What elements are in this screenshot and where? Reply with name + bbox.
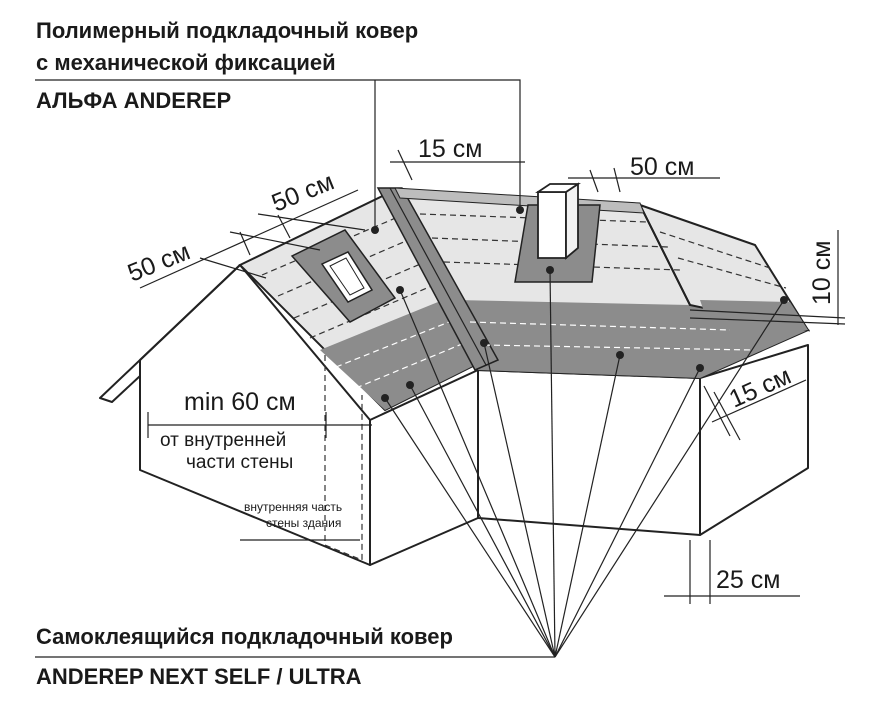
dim-label-15-top: 15 см: [418, 135, 482, 163]
dim-tick: [277, 214, 291, 239]
left-eave: [99, 264, 241, 403]
inner-wall-note-line1: внутренняя часть: [244, 500, 342, 514]
leader-fan: [549, 269, 556, 658]
bottom-label-line1: Самоклеящийся подкладочный ковер: [36, 624, 453, 649]
row-line: [483, 344, 753, 351]
wall-note-line2: части стены: [186, 452, 293, 473]
wall-note-line1: от внутренней: [160, 430, 286, 451]
dim-label-min60: min 60 см: [184, 388, 296, 416]
dim-ext: [397, 149, 413, 181]
leader-dot: [546, 266, 554, 274]
dim-ext: [229, 231, 321, 251]
leader-dot: [480, 339, 488, 347]
dim-label-10: 10 см: [808, 241, 836, 305]
leader-fan: [554, 354, 621, 658]
dim-tick: [713, 391, 741, 441]
chimney-front: [537, 191, 567, 259]
dim-ext: [257, 213, 366, 231]
dim-label-50b: 50 см: [268, 167, 338, 217]
leader-dot: [616, 351, 624, 359]
dim-tick: [703, 385, 731, 437]
roof: [238, 182, 811, 412]
left-slope-eave-strip: [320, 302, 475, 410]
top-label-line1: Полимерный подкладочный ковер: [36, 18, 418, 43]
dim-line-15r: [711, 379, 807, 423]
skylight-glass: [329, 257, 365, 296]
dimension-lines: [139, 149, 846, 604]
inner-wall-outline: [324, 345, 363, 561]
leader-fan: [384, 397, 556, 658]
row-line: [677, 257, 787, 289]
row-line: [469, 321, 731, 331]
top-label-line2: с механической фиксацией: [36, 50, 336, 75]
row-line: [261, 213, 406, 276]
leader-dot: [396, 286, 404, 294]
dim-label-15-right: 15 см: [725, 362, 795, 414]
main-wall: [477, 369, 701, 536]
bottom-label-line2: ANDEREP NEXT SELF / ULTRA: [36, 664, 362, 689]
dim-tick: [589, 169, 599, 193]
leader-top-1: [35, 79, 521, 210]
labels: Полимерный подкладочный ковер с механиче…: [36, 18, 836, 689]
leader-lines: [35, 79, 788, 658]
leader-dot: [696, 364, 704, 372]
leader-dot: [381, 394, 389, 402]
chimney-side: [565, 182, 579, 260]
leader-fan: [554, 367, 701, 658]
leader-fan: [554, 299, 785, 658]
row-line: [309, 284, 435, 339]
leader-fan: [409, 384, 556, 658]
hip-ridge: [639, 204, 691, 306]
valley-line: [389, 187, 487, 366]
end-wall: [699, 344, 809, 536]
leader-dot: [406, 381, 414, 389]
hip-end-strip: [700, 300, 808, 335]
dim-label-50-right: 50 см: [630, 153, 694, 181]
row-line: [335, 321, 450, 368]
dim-label-25: 25 см: [716, 566, 780, 594]
leader-dot: [780, 296, 788, 304]
dim-tick: [239, 231, 251, 256]
leader-fan: [483, 342, 556, 658]
top-label-line3: АЛЬФА ANDEREP: [36, 88, 231, 113]
leader-dot: [371, 226, 379, 234]
dim-ext: [199, 257, 267, 279]
leader-fan: [399, 289, 556, 658]
leader-dot: [516, 206, 524, 214]
dim-ext: [689, 309, 846, 319]
dim-tick: [613, 167, 621, 193]
chimney-top: [535, 183, 581, 193]
row-line: [355, 343, 463, 389]
inner-wall-note-line2: стены здания: [266, 516, 341, 530]
dim-line-50a: [139, 189, 359, 289]
valley-strip: [376, 187, 500, 371]
dim-ext: [689, 317, 846, 325]
